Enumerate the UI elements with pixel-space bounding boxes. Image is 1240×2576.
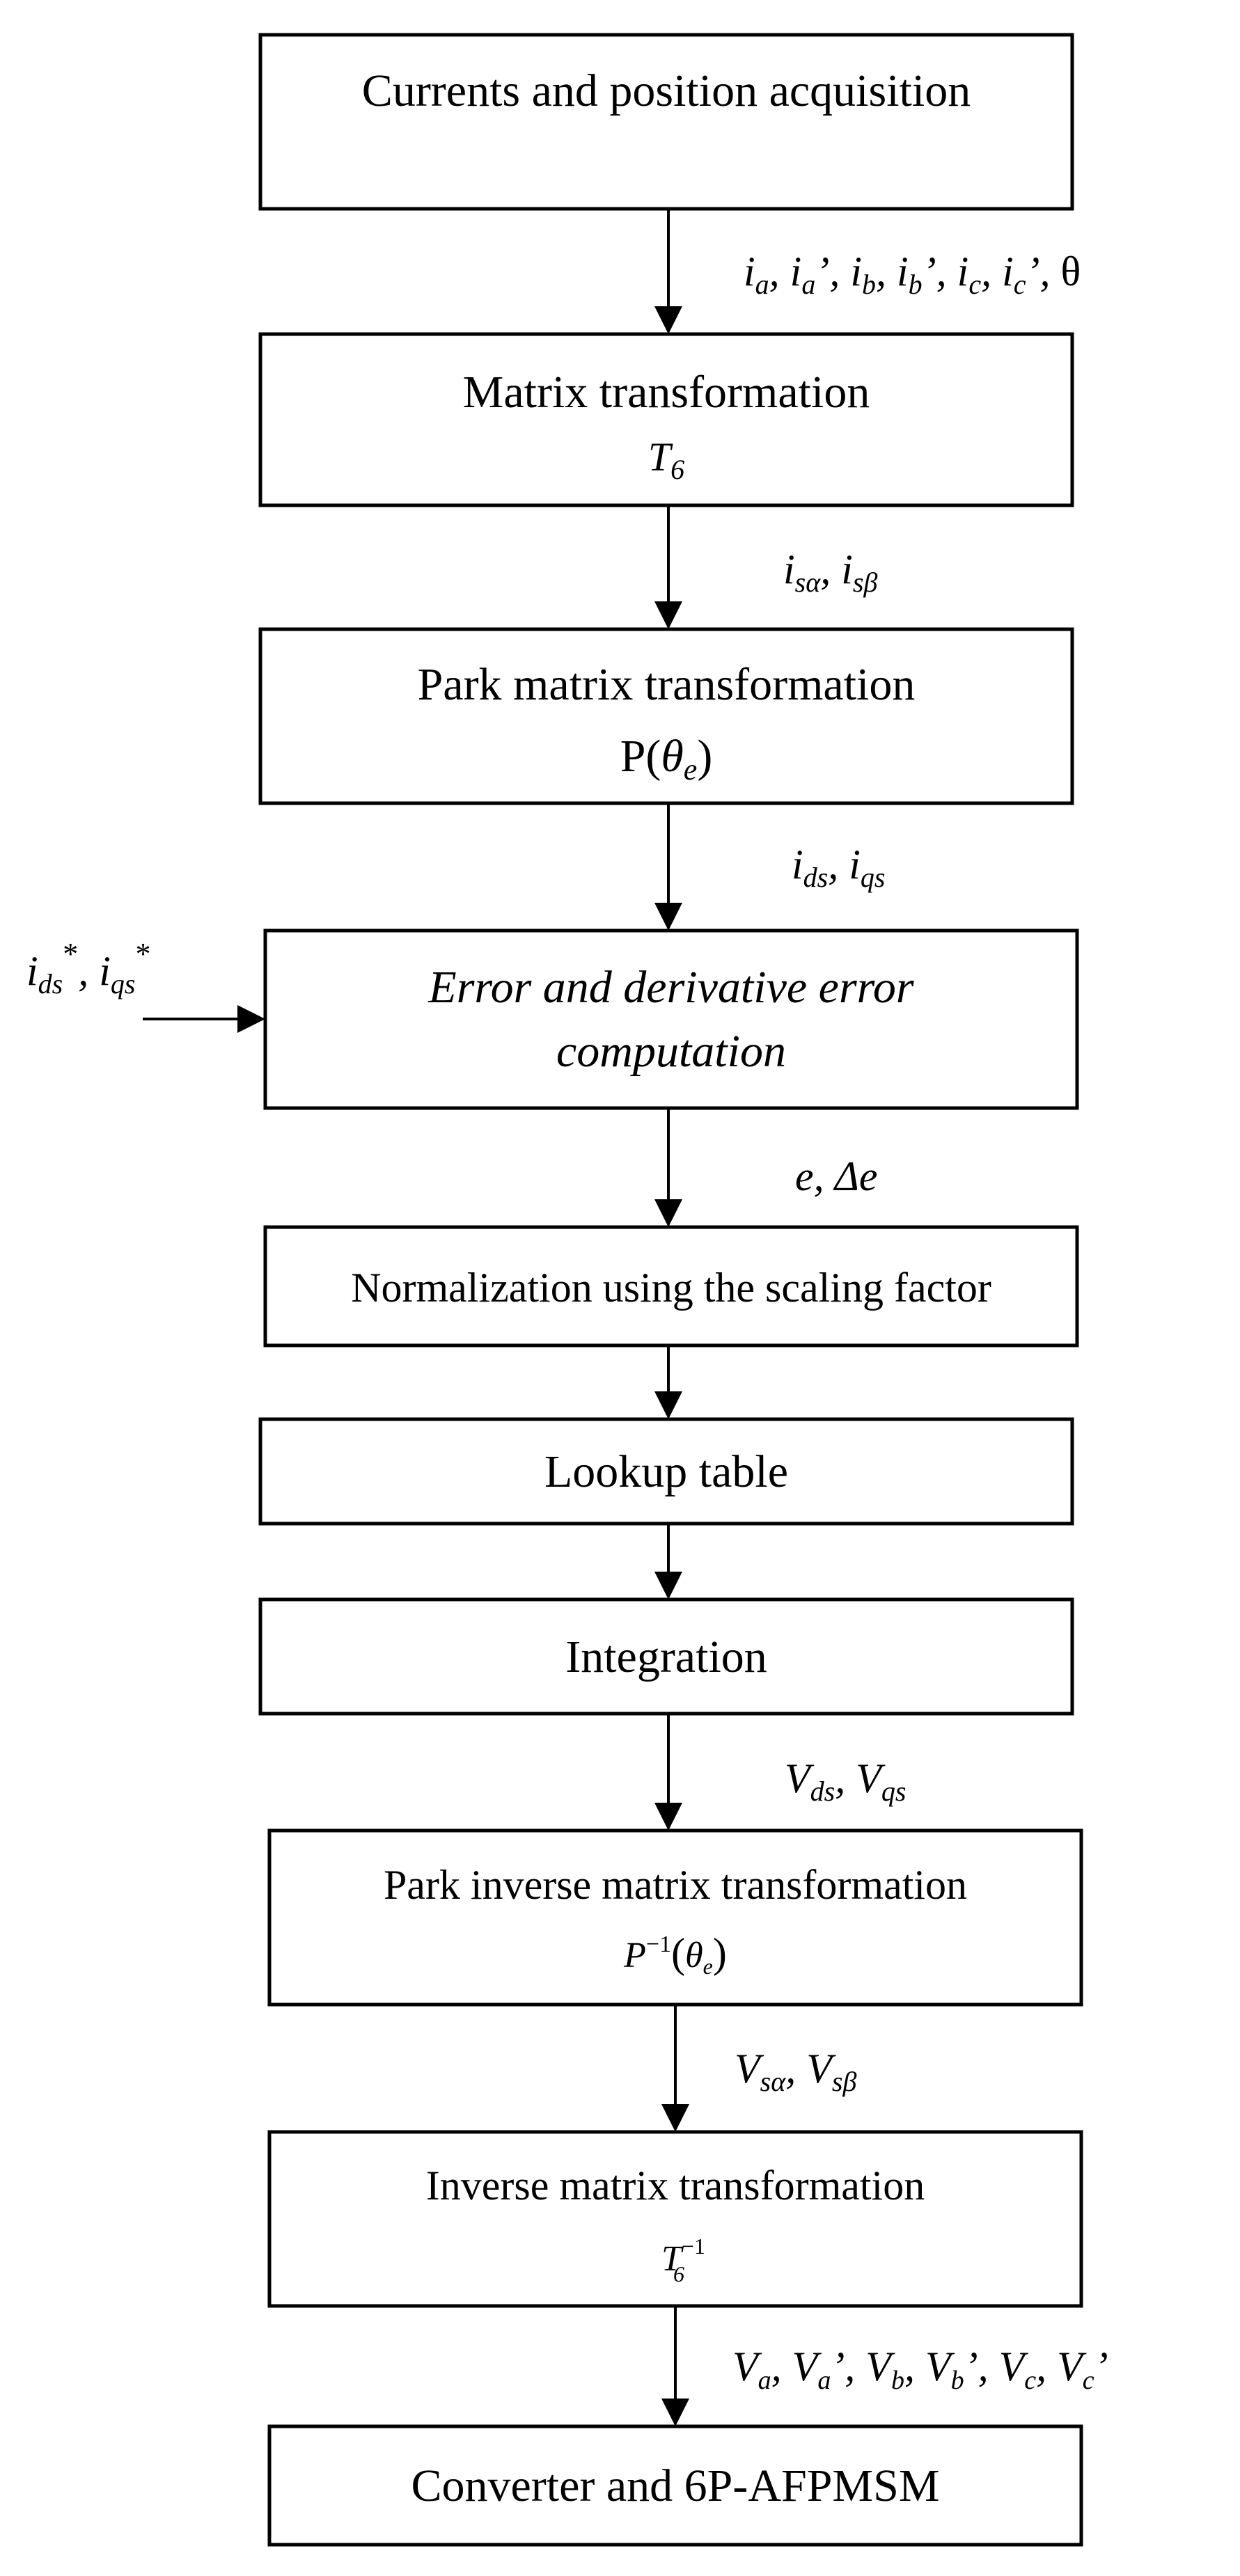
box-acquisition	[258, 33, 1074, 211]
box-error-computation-line2: computation	[556, 1026, 786, 1077]
signal-v-alpha-beta: Vsα, Vsβ	[735, 2046, 856, 2097]
box-matrix-transformation	[258, 332, 1074, 507]
signal-voltages: Va, Va’, Vb, Vb’, Vc, Vc’	[732, 2344, 1108, 2395]
box-lookup-table-title: Lookup table	[544, 1446, 788, 1497]
box-park-inverse	[267, 1828, 1083, 2007]
box-matrix-transformation-title: Matrix transformation	[463, 367, 870, 418]
box-acquisition-title: Currents and position acquisition	[362, 65, 971, 116]
signal-currents-theta: ia, ia’, ib, ib’, ic, ic’, θ	[744, 248, 1081, 300]
box-normalization-title: Normalization using the scaling factor	[351, 1265, 991, 1311]
box-integration-title: Integration	[565, 1631, 767, 1682]
box-park-transformation-symbol: P(θe)	[620, 731, 713, 787]
box-park-transformation-title: Park matrix transformation	[418, 659, 916, 710]
signal-v-dq: Vds, Vqs	[785, 1755, 906, 1807]
signal-i-alpha-beta: isα, isβ	[783, 546, 877, 598]
signal-error: e, Δe	[795, 1153, 878, 1199]
box-integration	[258, 1597, 1074, 1716]
signal-reference-currents: ids*, iqs*	[26, 937, 151, 999]
signal-i-dq: ids, iqs	[792, 841, 886, 893]
box-converter-title: Converter and 6P-AFPMSM	[411, 2460, 939, 2511]
box-matrix-transformation-symbol: T6	[648, 434, 684, 485]
box-park-inverse-symbol: P−1(θe)	[623, 1930, 727, 1979]
box-normalization	[263, 1225, 1079, 1348]
box-inverse-matrix-title: Inverse matrix transformation	[426, 2163, 925, 2208]
box-inverse-matrix	[267, 2130, 1083, 2308]
box-converter	[267, 2424, 1083, 2547]
box-park-transformation	[258, 627, 1074, 805]
box-lookup-table	[258, 1417, 1074, 1526]
box-park-inverse-title: Park inverse matrix transformation	[384, 1862, 967, 1908]
box-error-computation-line1: Error and derivative error	[427, 962, 914, 1013]
box-error-computation	[263, 929, 1079, 1110]
